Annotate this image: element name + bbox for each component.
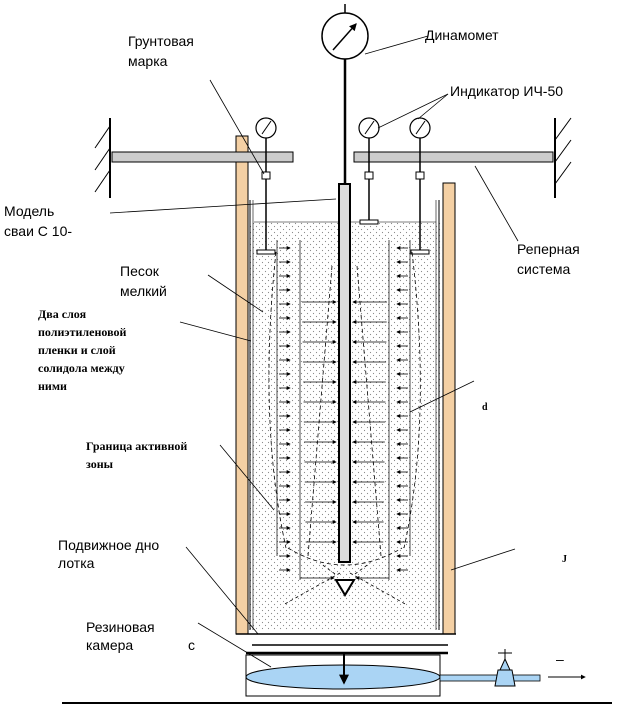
label-pile-model-2: сваи С 10- [4,223,72,239]
reference-beam-right [353,151,554,163]
indicator-dial-right-icon [409,117,431,139]
valve-icon [494,649,516,687]
label-dynamometer: Динамомет [425,27,499,43]
label-pile-model-1: Модель [4,203,54,219]
label-film-4: солидола между [38,361,125,375]
label-rubber-2: камера [86,637,133,653]
label-active-zone-1: Граница активной [86,439,187,453]
label-film-3: пленки и слой [38,343,116,357]
label-reference-1: Реперная [517,241,580,257]
ground-mark-center [359,219,379,225]
ground-mark-right [410,249,430,255]
label-ground-mark-1: Грунтовая [128,33,194,49]
label-film-1: Два слоя [38,307,87,321]
label-sand-1: Песок [120,263,160,279]
lateral-pressure-arrows [279,246,408,580]
label-reference-2: система [517,261,570,277]
label-movable-bottom-2: лотка [58,555,95,571]
tip-triangle-icon [334,579,356,597]
label-rubber-c: с [188,637,195,653]
label-rubber-1: Резиновая [86,619,155,635]
pipe [439,674,541,682]
label-movable-bottom-1: Подвижное дно [58,537,159,553]
label-d: d [482,402,488,413]
indicator-dial-center-icon [358,117,380,139]
pile-model [338,183,351,563]
right-wooden-wall [442,182,456,635]
label-indicator: Индикатор ИЧ-50 [450,83,563,99]
left-wooden-wall [235,135,249,635]
indicator-dial-left-icon [255,117,277,139]
label-film-2: полиэтиленовой [38,325,126,339]
label-sand-2: мелкий [120,283,167,299]
dynamometer-dial-icon [321,12,369,60]
label-ground-mark-2: марка [128,53,168,69]
label-active-zone-2: зоны [86,457,114,471]
ground-mark-left [256,249,276,255]
label-dash: – [556,651,564,667]
label-j: J [562,554,567,565]
reference-beam-left [111,151,294,163]
label-film-5: ними [38,379,67,393]
